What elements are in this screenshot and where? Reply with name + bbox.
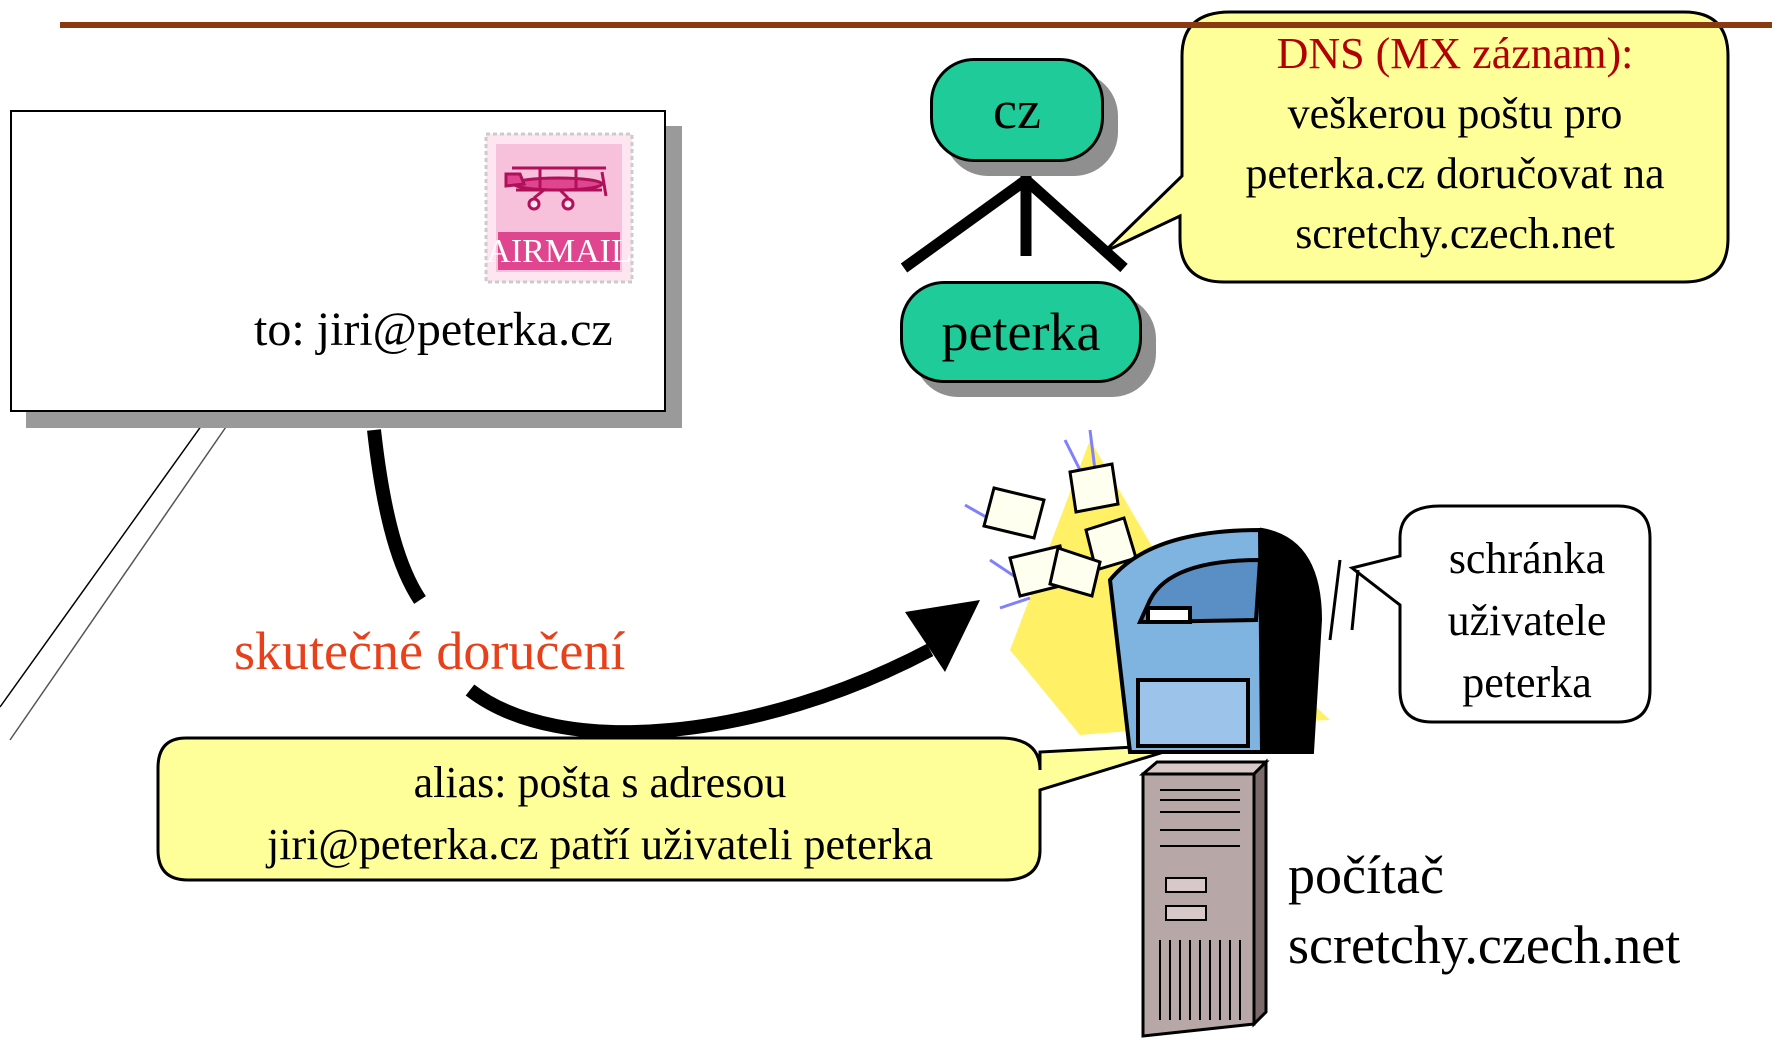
computer-label-line: scretchy.czech.net <box>1288 915 1681 975</box>
delivery-arrow <box>367 429 426 604</box>
title-rule <box>60 22 1772 28</box>
computer-label-line: počítač <box>1288 845 1444 905</box>
dns-node-peterka: peterka <box>900 281 1142 383</box>
delivery-arrow-curve <box>465 643 934 740</box>
mailbox-callout-line: uživatele <box>1447 596 1607 645</box>
alias-callout-line: jiri@peterka.cz patří uživateli peterka <box>267 820 933 869</box>
alias-callout-line: alias: pošta s adresou <box>413 758 787 807</box>
mailbox-callout-line: peterka <box>1462 658 1592 707</box>
dns-node-cz: cz <box>930 58 1104 162</box>
mailbox-icon <box>1107 527 1360 754</box>
mailbox-callout-line: schránka <box>1448 534 1606 583</box>
computer-label: počítač scretchy.czech.net <box>1288 840 1680 980</box>
stamp-text: AIRMAIL <box>486 233 631 270</box>
delivery-label: skutečné doručení <box>234 621 626 681</box>
dns-callout-line: scretchy.czech.net <box>1295 209 1615 258</box>
decor-line-2 <box>9 394 249 741</box>
dns-callout-shape <box>1102 10 1730 284</box>
decor-line-1 <box>0 382 233 708</box>
alias-callout-shape <box>156 736 1191 882</box>
dns-callout-line: veškerou poštu pro <box>1287 89 1623 138</box>
dns-callout-text: DNS (MX záznam): veškerou poštu pro pete… <box>1195 24 1715 264</box>
recipient-address: to: jiri@peterka.cz <box>254 303 613 356</box>
mailbox-callout-text: schránka uživatele peterka <box>1402 528 1652 714</box>
airplane-stamp-icon: AIRMAIL <box>484 132 634 284</box>
delivery-arrowhead <box>905 600 980 672</box>
dns-callout-line: peterka.cz doručovat na <box>1245 149 1665 198</box>
alias-callout-text: alias: pošta s adresou jiri@peterka.cz p… <box>160 752 1040 876</box>
tree-edge-left <box>900 175 1030 273</box>
dns-callout-title: DNS (MX záznam): <box>1276 29 1634 78</box>
server-tower-icon <box>1138 758 1270 1038</box>
tree-edge-right <box>1022 175 1128 273</box>
mailbox-callout-shape <box>1348 504 1652 724</box>
